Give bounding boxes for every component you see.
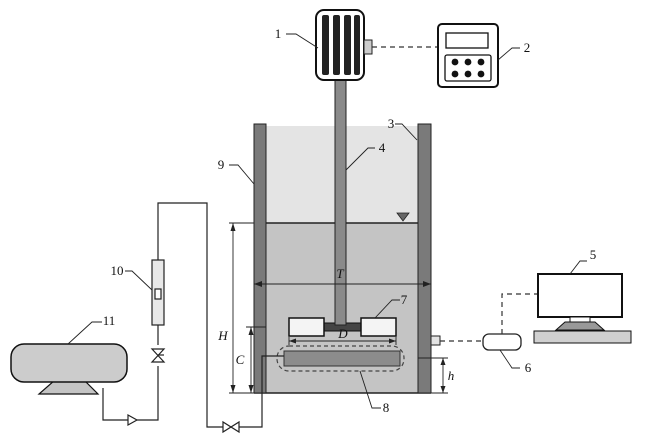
controller-button <box>451 70 459 78</box>
sparger-tube <box>283 350 401 367</box>
dimension-label-C: C <box>236 352 245 367</box>
impeller <box>288 317 397 337</box>
dimension-label-T: T <box>336 266 344 281</box>
water-level-marker-icon <box>396 212 410 222</box>
compressor-tank <box>10 343 128 383</box>
dimension-labels: T D H C h <box>217 266 454 383</box>
callout-9-vessel: 9 <box>218 157 225 172</box>
shaft <box>334 79 347 326</box>
computer-cable <box>501 293 538 334</box>
controller-button <box>477 58 485 66</box>
computer-desk <box>533 330 632 344</box>
impeller-blade-left <box>288 317 325 337</box>
motor <box>315 9 373 81</box>
callout-5-computer: 5 <box>590 247 597 262</box>
leader-lines <box>67 33 587 409</box>
motor-connector <box>363 39 373 55</box>
gas-sparger <box>276 345 405 372</box>
probe-amplifier <box>482 333 522 351</box>
check-valve-icon <box>127 413 139 427</box>
callout-11-compressor: 11 <box>103 313 116 328</box>
gate-valve-icon <box>222 420 240 434</box>
dimension-lines <box>229 222 448 394</box>
motor-fin <box>354 15 360 75</box>
controller-button <box>464 70 472 78</box>
controller-button <box>464 58 472 66</box>
callouts: 1 2 3 4 5 6 7 8 9 10 11 <box>103 26 597 415</box>
probe-port <box>430 335 441 346</box>
vessel-left-wall <box>253 123 267 394</box>
rotameter <box>151 259 165 326</box>
controller-button <box>451 58 459 66</box>
callout-8-sparger: 8 <box>383 400 390 415</box>
callout-1-motor: 1 <box>275 26 282 41</box>
motor-fin <box>344 15 351 75</box>
callout-7-impeller: 7 <box>401 292 408 307</box>
dimension-label-D: D <box>337 326 348 341</box>
motor-fin <box>322 15 329 75</box>
controller-display <box>445 32 489 49</box>
vessel-right-wall <box>417 123 432 394</box>
controller-button <box>477 70 485 78</box>
rotameter-float <box>154 288 162 300</box>
gas-supply-line <box>102 202 284 428</box>
callout-10-rotameter: 10 <box>111 263 124 278</box>
motor-fin <box>333 15 340 75</box>
callout-2-controller: 2 <box>524 40 531 55</box>
callout-4-shaft: 4 <box>379 140 386 155</box>
air-compressor <box>10 343 128 395</box>
computer <box>533 273 632 344</box>
computer-monitor <box>537 273 623 318</box>
speed-controller <box>437 23 499 88</box>
monitor-stand <box>569 316 591 323</box>
impeller-blade-right <box>360 317 397 337</box>
dimension-label-H: H <box>217 328 228 343</box>
sparger-dashed-outline <box>276 345 405 372</box>
callout-6-probe: 6 <box>525 360 532 375</box>
callout-3-tank-wall: 3 <box>388 116 395 131</box>
dimension-label-h: h <box>448 368 455 383</box>
monitor-base <box>554 321 606 331</box>
